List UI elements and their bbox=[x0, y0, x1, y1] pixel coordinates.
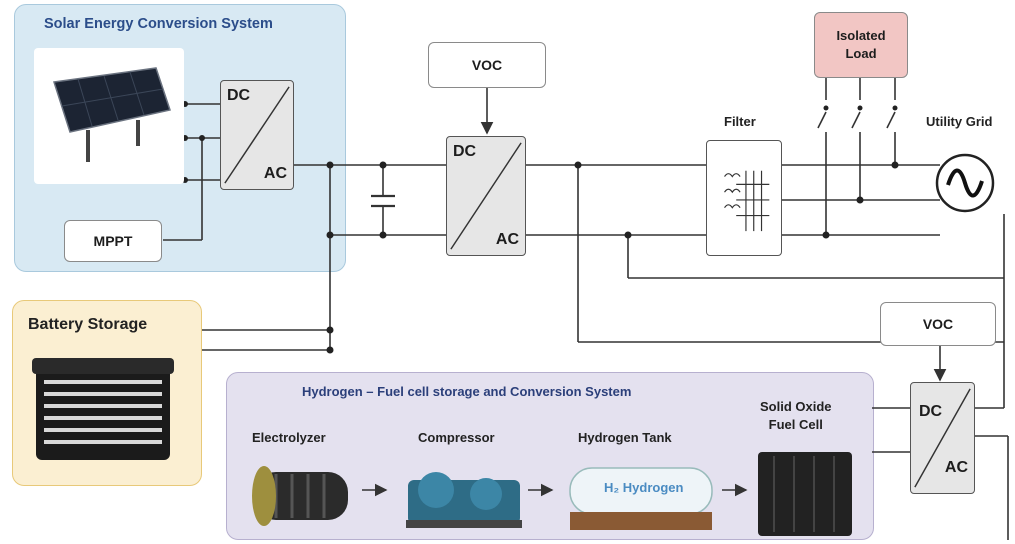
electrolyzer-label: Electrolyzer bbox=[252, 430, 326, 445]
solar-dc-ac-converter: DC AC bbox=[220, 80, 294, 190]
fuel-cell-image bbox=[754, 446, 858, 538]
solar-converter-dc-label: DC bbox=[227, 87, 251, 104]
hydrogen-system-title: Hydrogen – Fuel cell storage and Convers… bbox=[302, 384, 632, 399]
ac-source-icon bbox=[934, 152, 996, 214]
solar-system-title: Solar Energy Conversion System bbox=[44, 16, 273, 32]
main-inverter-dc-label: DC bbox=[453, 143, 477, 160]
compressor-image bbox=[402, 460, 526, 532]
main-inverter-ac-label: AC bbox=[495, 231, 519, 248]
solar-converter-ac-label: AC bbox=[263, 165, 287, 182]
fuel-cell-label: Solid Oxide Fuel Cell bbox=[760, 398, 832, 434]
utility-grid-label: Utility Grid bbox=[926, 114, 993, 129]
voc-box-fuel-cell: VOC bbox=[880, 302, 996, 346]
fc-inverter-ac-label: AC bbox=[944, 459, 968, 476]
hydrogen-tank-text: H₂ Hydrogen bbox=[604, 480, 684, 495]
solar-panel-image bbox=[34, 48, 184, 184]
isolated-load-line2: Load bbox=[845, 46, 877, 61]
filter-box bbox=[706, 140, 782, 256]
fuel-cell-dc-ac-inverter: DC AC bbox=[910, 382, 975, 494]
compressor-label: Compressor bbox=[418, 430, 495, 445]
isolated-load-box: Isolated Load bbox=[814, 12, 908, 78]
isolated-load-line1: Isolated bbox=[836, 28, 886, 43]
battery-pack-image bbox=[30, 350, 176, 470]
fc-inverter-dc-label: DC bbox=[919, 403, 943, 420]
main-dc-ac-inverter: DC AC bbox=[446, 136, 526, 256]
electrolyzer-image bbox=[246, 456, 356, 534]
mppt-box: MPPT bbox=[64, 220, 162, 262]
filter-label: Filter bbox=[724, 114, 756, 129]
hydrogen-tank-image: H₂ Hydrogen bbox=[566, 466, 716, 532]
hydrogen-tank-label: Hydrogen Tank bbox=[578, 430, 672, 445]
battery-storage-title: Battery Storage bbox=[28, 316, 148, 333]
voc-box-main: VOC bbox=[428, 42, 546, 88]
fuel-cell-label-line2: Fuel Cell bbox=[768, 417, 823, 432]
fuel-cell-label-line1: Solid Oxide bbox=[760, 399, 832, 414]
